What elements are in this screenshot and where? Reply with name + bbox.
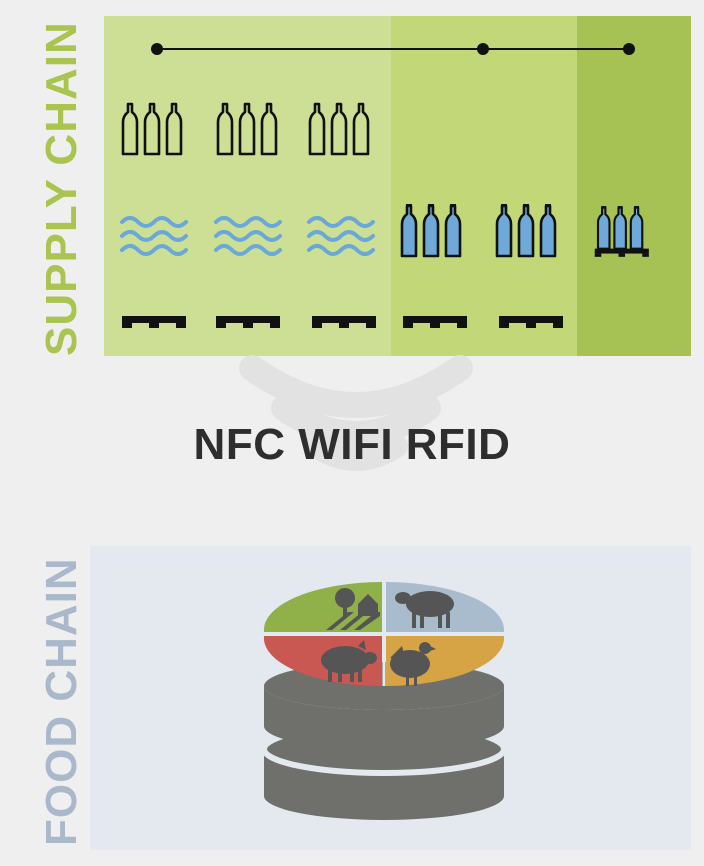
timeline-node <box>477 43 489 55</box>
supply-zone-3 <box>577 16 691 356</box>
supply-chain-diagram <box>104 16 691 356</box>
pallet-icon <box>122 316 186 328</box>
pallet-icon <box>216 316 280 328</box>
wireless-signal-icon <box>239 355 473 471</box>
farm-icon <box>326 588 380 630</box>
pallet-icon <box>403 316 467 328</box>
supply-zone-1 <box>104 16 391 356</box>
timeline-node <box>623 43 635 55</box>
bottle-group-blue <box>495 202 557 258</box>
chicken-icon <box>390 642 436 686</box>
bottle-group-blue <box>400 202 462 258</box>
food-chain-label: FOOD CHAIN <box>37 557 86 846</box>
database-stack-icon <box>261 582 507 820</box>
bottles-on-pallet-icon <box>594 204 649 257</box>
supply-chain-panel <box>104 16 691 356</box>
sheep-icon <box>395 591 454 628</box>
pallet-icon <box>312 316 376 328</box>
food-chain-panel <box>90 546 691 850</box>
supply-zone-2 <box>391 16 577 356</box>
pallet-icon <box>499 316 563 328</box>
supply-chain-label: SUPPLY CHAIN <box>37 21 86 356</box>
timeline-node <box>151 43 163 55</box>
pig-icon <box>321 640 377 682</box>
technology-title: NFC WIFI RFID <box>193 420 511 469</box>
